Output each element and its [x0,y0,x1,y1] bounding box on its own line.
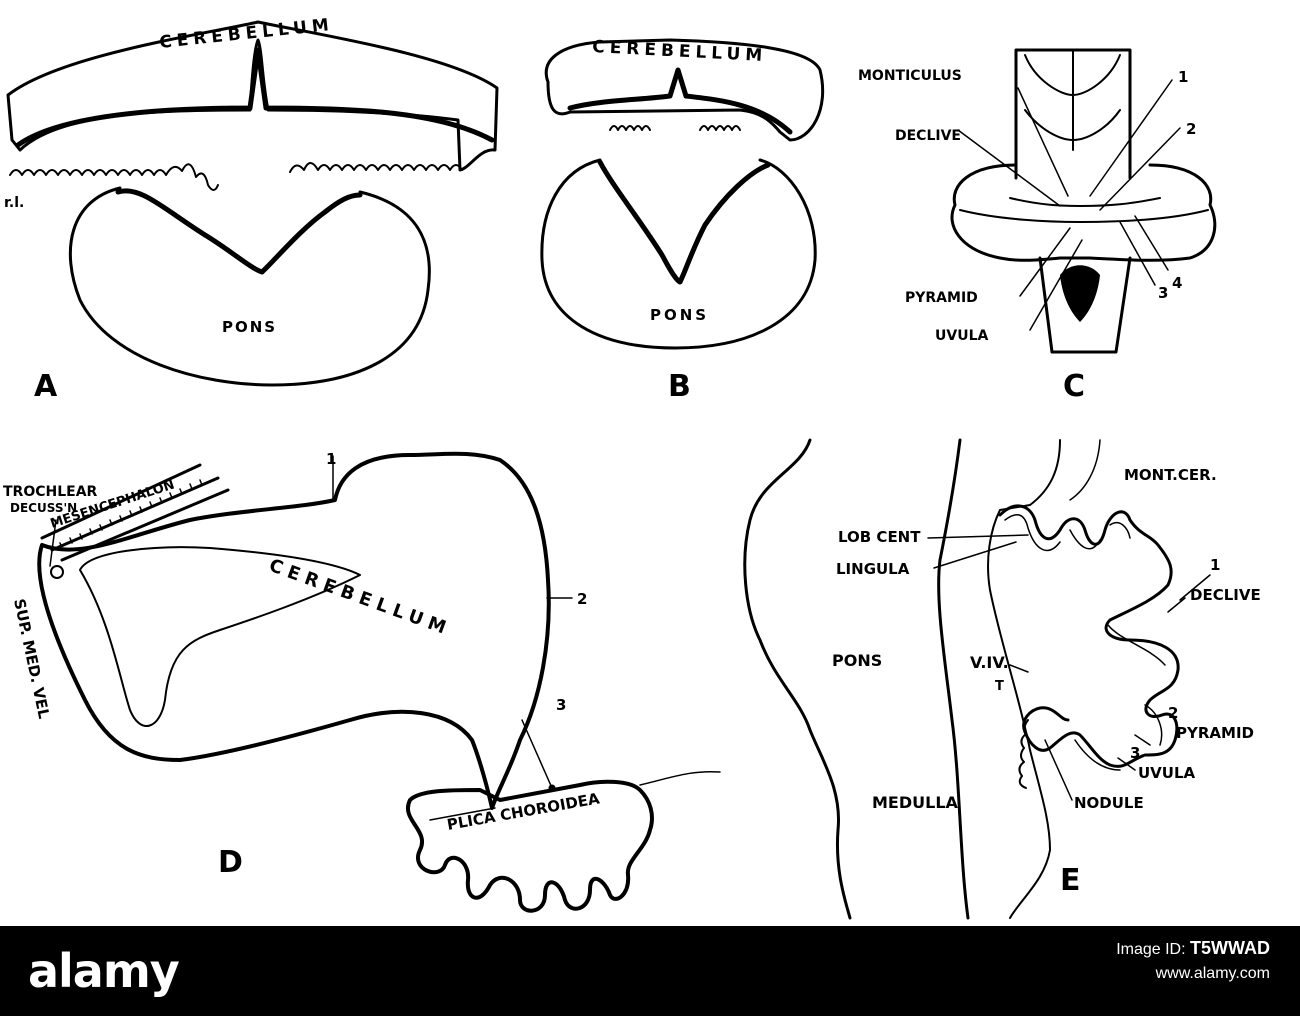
panel-c-label-3: 3 [1158,284,1168,302]
alamy-logo: alamy [28,944,179,998]
panel-c-label-1: 1 [1178,68,1188,86]
panel-e-label-medulla: MEDULLA [872,793,959,812]
panel-d-label-sup-med-vel: SUP. MED. VEL [10,597,53,721]
panel-c-fourth-ventricle [1060,265,1100,322]
stock-footer-bar: alamy Image ID: T5WWAD www.alamy.com [0,926,1300,1016]
panel-e-label-viv: V.IV. [970,653,1009,672]
panel-e-letter: E [1060,863,1081,898]
panel-e-diagram: MONT.CER. LOB CENT LINGULA 1 DECLIVE V.I… [745,440,1261,918]
panel-d-label-cerebellum: CEREBELLUM [266,555,454,641]
panel-d-trochlear-node [51,566,63,578]
panel-e-label-declive: DECLIVE [1190,586,1261,604]
image-reference: Image ID: T5WWAD www.alamy.com [1116,936,1270,986]
panel-e-label-pons: PONS [832,651,882,670]
panel-a-label-rl: r.l. [4,195,24,211]
panel-b-label-cerebellum: CEREBELLUM [592,37,768,66]
panel-d-label-trochlear: TROCHLEAR [3,484,98,500]
figure-canvas: CEREBELLUM r.l. PONS A CEREBELLUM PONS B… [0,0,1300,926]
panel-b-diagram: CEREBELLUM PONS B [542,37,823,404]
stock-url: www.alamy.com [1116,962,1270,986]
panel-a-label-cerebellum: CEREBELLUM [158,15,334,53]
panel-e-label-lingula: LINGULA [836,560,910,578]
panel-b-ventricle [600,162,768,282]
panel-c-folia [960,198,1208,222]
panel-e-brainstem-floor [939,440,968,918]
panel-c-letter: C [1063,369,1085,404]
panel-a-diagram: CEREBELLUM r.l. PONS A [4,15,497,404]
panel-a-choroid-right [290,163,462,172]
panel-c-label-monticulus: MONTICULUS [858,68,962,84]
panel-d-label-2: 2 [577,590,587,608]
panel-e-roof-line [1070,440,1100,500]
panel-d-label-1: 1 [326,450,336,468]
panel-c-label-uvula: UVULA [935,328,988,344]
anatomical-figure: CEREBELLUM r.l. PONS A CEREBELLUM PONS B… [0,0,1300,926]
panel-e-label-3: 3 [1130,744,1140,762]
panel-e-label-2: 2 [1168,704,1178,722]
panel-e-label-1: 1 [1210,556,1220,574]
panel-d-diagram: TROCHLEAR DECUSS'N MESENCEPHALON SUP. ME… [3,450,720,911]
panel-a-label-pons: PONS [222,318,277,336]
panel-e-label-pyramid: PYRAMID [1176,724,1254,742]
panel-e-label-t: T [995,679,1004,694]
panel-e-folia-inner [1005,515,1165,770]
panel-d-plica-leader [640,772,720,785]
panel-e-label-mont-cer: MONT.CER. [1124,466,1217,484]
panel-e-label-uvula: UVULA [1138,764,1196,782]
panel-a-pons-outline [70,188,429,385]
panel-e-nodule-fringe [1019,720,1028,788]
panel-b-letter: B [668,369,691,404]
panel-b-cerebellum-inner [570,70,790,132]
panel-a-ventricle-floor [118,191,360,272]
panel-e-label-lob-cent: LOB CENT [838,528,921,546]
panel-c-cerebellum-outline [952,165,1215,260]
panel-b-choroid [610,126,740,130]
panel-c-label-pyramid: PYRAMID [905,290,978,306]
panel-b-label-pons: PONS [650,306,709,324]
panel-c-label-4: 4 [1172,274,1182,292]
image-id-label: Image ID: [1116,941,1185,958]
panel-e-cerebellum-folia [1000,506,1178,766]
panel-a-cerebellum-inner [18,50,492,145]
panel-c-label-2: 2 [1186,120,1196,138]
panel-c-diagram: MONTICULUS DECLIVE PYRAMID UVULA 1 2 3 4… [858,50,1215,404]
panel-e-pons-medulla-left [745,440,850,918]
panel-d-leader-lines [50,456,572,820]
panel-c-label-declive: DECLIVE [895,128,961,144]
panel-e-label-nodule: NODULE [1074,794,1144,812]
panel-a-choroid-left [10,164,218,190]
image-id-value: T5WWAD [1190,938,1270,958]
panel-a-letter: A [34,369,58,404]
panel-d-label-3: 3 [556,696,566,714]
panel-d-letter: D [218,845,243,880]
